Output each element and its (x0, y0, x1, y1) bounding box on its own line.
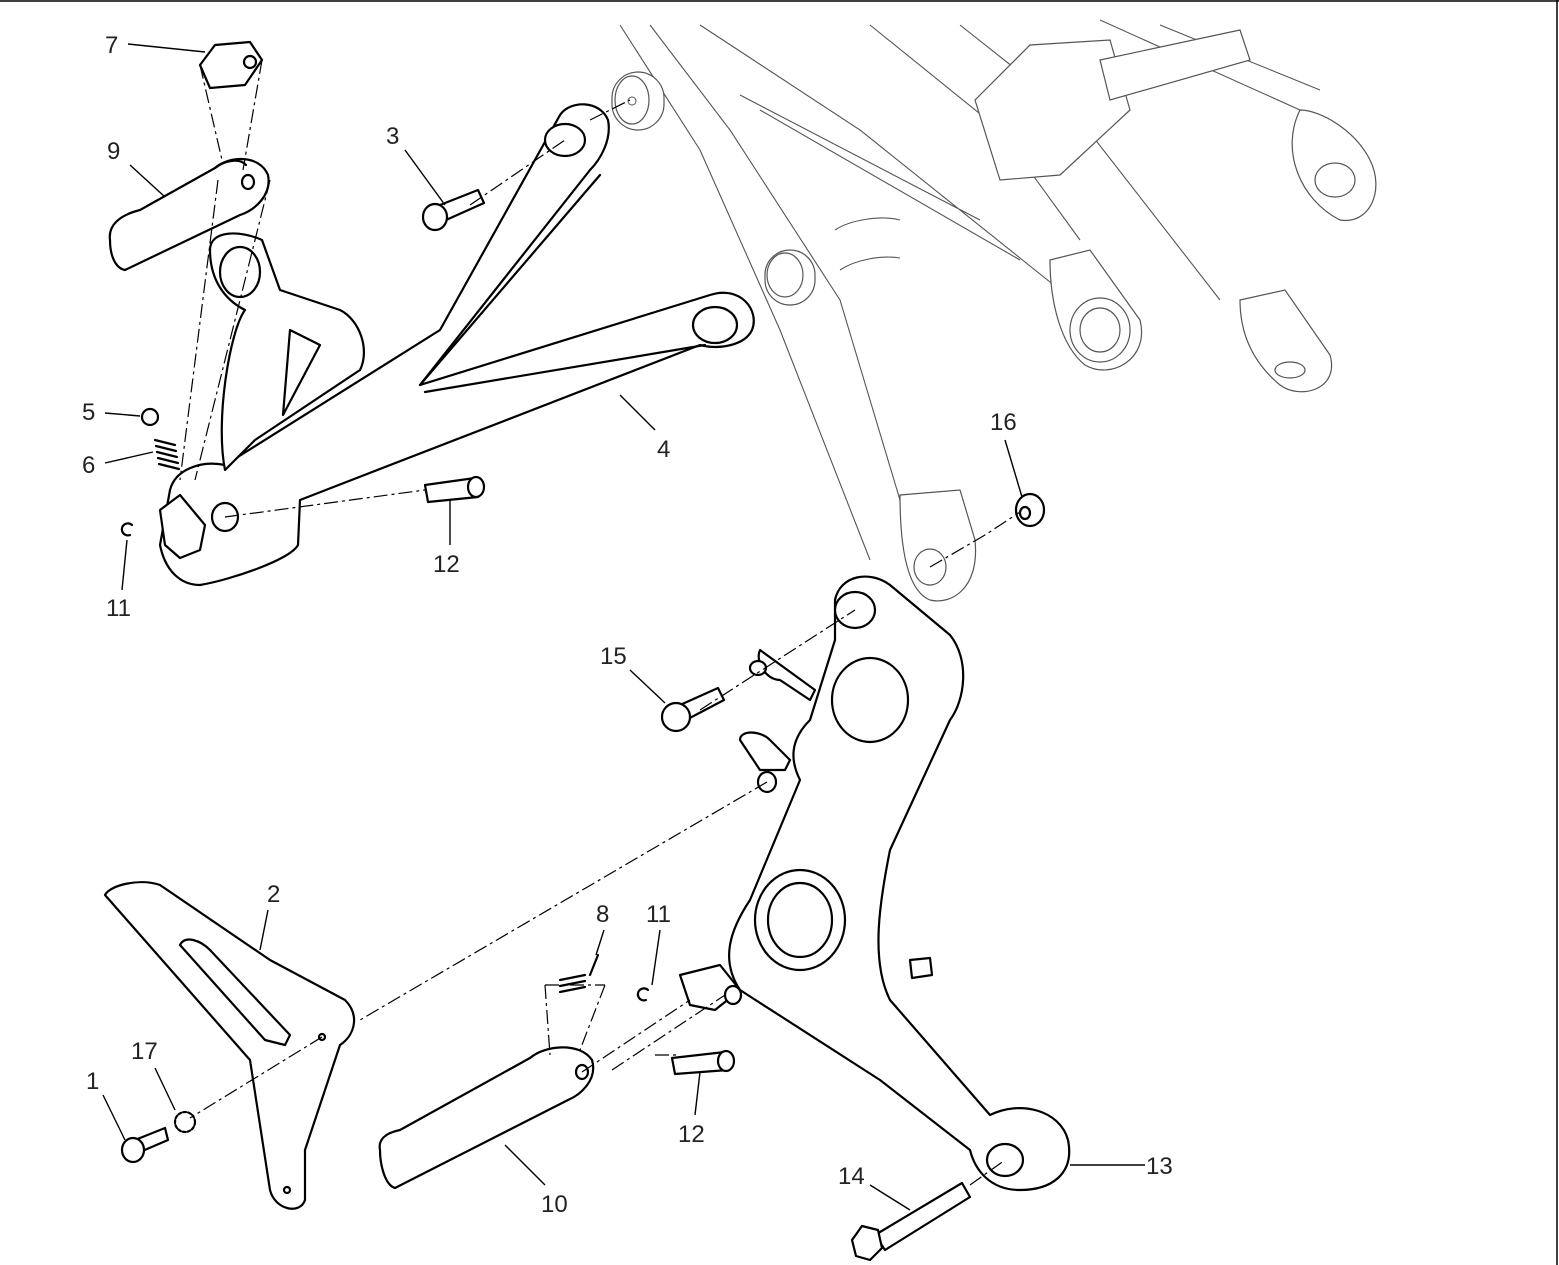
part-6-spring (153, 438, 181, 471)
callout-13: 13 (1146, 1153, 1173, 1180)
part-10-passenger-footpeg (378, 1046, 595, 1190)
leader-lines (102, 43, 1145, 1211)
callout-4: 4 (657, 436, 670, 463)
callout-16: 16 (990, 409, 1017, 436)
part-9-rider-footpeg (108, 157, 270, 272)
part-15-bolt (660, 686, 726, 733)
callout-8: 8 (596, 901, 609, 928)
callout-17: 17 (131, 1038, 158, 1065)
part-1-screw (120, 1126, 170, 1164)
callout-11-upper: 11 (106, 595, 131, 622)
callout-12-upper: 12 (433, 551, 460, 578)
callout-2: 2 (267, 881, 280, 908)
part-16-bushing (1014, 492, 1046, 528)
part-13-passenger-footrest-bracket (678, 575, 1071, 1192)
callout-5: 5 (82, 399, 95, 426)
callout-7: 7 (105, 32, 118, 59)
part-7-pin-block (198, 40, 264, 90)
part-3-bolt (421, 188, 486, 232)
callout-1: 1 (86, 1068, 99, 1095)
assembly-lines (179, 59, 1021, 1186)
callout-9: 9 (107, 138, 120, 165)
callout-3: 3 (386, 123, 399, 150)
callout-15: 15 (600, 643, 627, 670)
motorcycle-frame (611, 19, 1377, 602)
callout-12-lower: 12 (678, 1121, 705, 1148)
callout-10: 10 (541, 1191, 568, 1218)
callout-14: 14 (838, 1163, 865, 1190)
part-12-pin-lower (670, 1049, 736, 1076)
part-14-bolt (850, 1181, 972, 1262)
part-11-clip-lower (636, 987, 650, 1002)
part-2-heel-guard (103, 881, 356, 1210)
part-11-clip-upper (120, 522, 134, 537)
callout-11-lower: 11 (646, 901, 671, 928)
callout-6: 6 (82, 452, 95, 479)
part-12-pin-upper (423, 475, 486, 504)
part-17-washer (173, 1110, 197, 1134)
callouts: 7 9 3 5 6 11 12 4 16 15 2 8 11 17 1 12 1… (82, 32, 1173, 1218)
part-5-ball (140, 407, 160, 427)
part-8-spring (558, 953, 600, 994)
